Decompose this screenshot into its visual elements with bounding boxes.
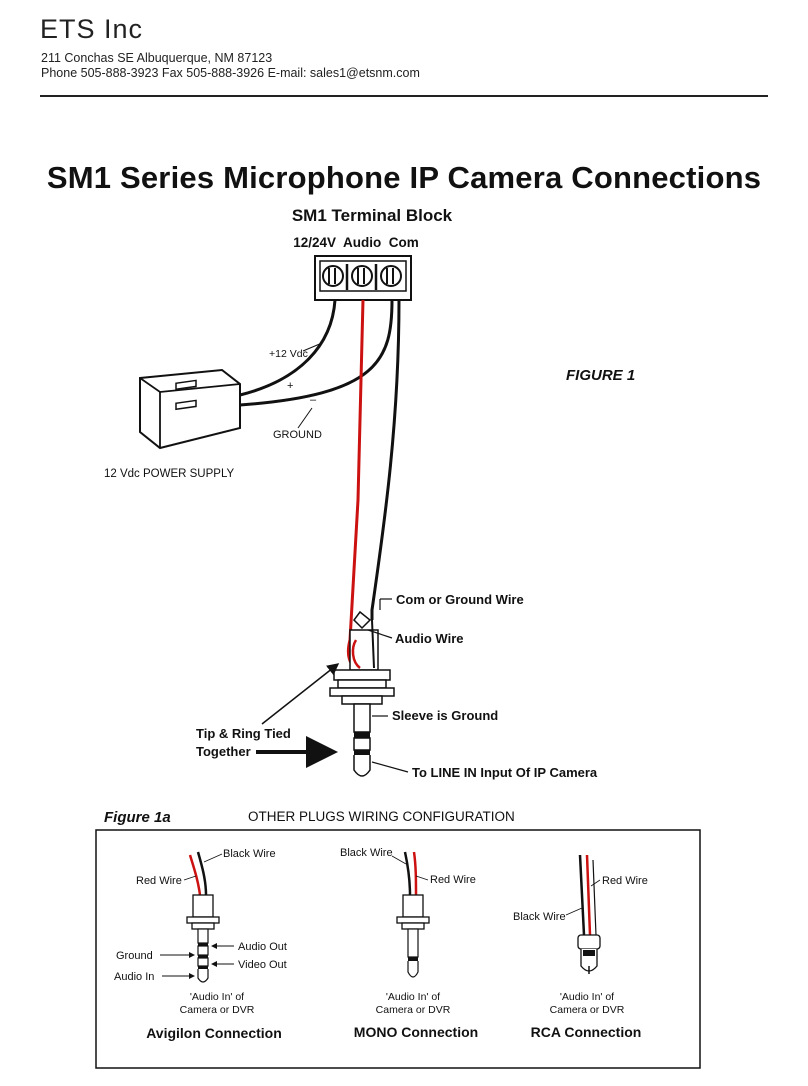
company-name: ETS Inc xyxy=(40,14,144,44)
figure1a-heading: OTHER PLUGS WIRING CONFIGURATION xyxy=(248,809,515,824)
label-minus: – xyxy=(310,394,317,406)
avigilon-connection: Avigilon Connection xyxy=(146,1025,282,1041)
avigilon-ground: Ground xyxy=(116,950,153,962)
rca-black-wire: Black Wire xyxy=(513,911,566,923)
audio-jack-icon xyxy=(329,610,395,777)
mono-connection: MONO Connection xyxy=(354,1024,478,1040)
avigilon-black-wire: Black Wire xyxy=(223,848,276,860)
wire-ground-minus xyxy=(239,299,394,407)
company-address: 211 Conchas SE Albuquerque, NM 87123 xyxy=(41,51,273,65)
terminal-screw-audio xyxy=(351,265,373,287)
label-sleeve-ground: Sleeve is Ground xyxy=(392,708,498,723)
label-ground: GROUND xyxy=(273,429,322,441)
terminal-labels: 12/24V Audio Com xyxy=(293,235,419,250)
avigilon-audio-in: Audio In xyxy=(114,971,154,983)
avigilon-plug-icon xyxy=(186,851,220,983)
rca-caption-1: 'Audio In' of xyxy=(560,991,614,1003)
label-plus: + xyxy=(287,380,293,392)
wire-com-black xyxy=(370,299,401,620)
label-com-ground-wire: Com or Ground Wire xyxy=(396,592,524,607)
label-power-supply: 12 Vdc POWER SUPPLY xyxy=(104,468,234,480)
avigilon-video-out: Video Out xyxy=(238,959,287,971)
figure1a-label: Figure 1a xyxy=(104,809,171,826)
wire-12v-positive xyxy=(239,299,337,397)
label-plus-12vdc: +12 Vdc xyxy=(269,348,308,360)
terminal-block-title: SM1 Terminal Block xyxy=(292,206,453,225)
mono-red-wire: Red Wire xyxy=(430,874,476,886)
rca-plug-icon xyxy=(577,854,601,974)
arrow-tip-ring xyxy=(261,663,340,725)
header-divider xyxy=(40,95,768,97)
label-line-in: To LINE IN Input Of IP Camera xyxy=(412,765,598,780)
mono-plug-icon xyxy=(396,851,430,978)
terminal-block xyxy=(314,255,412,301)
company-contact: Phone 505-888-3923 Fax 505-888-3926 E-ma… xyxy=(41,66,420,80)
avigilon-audio-out: Audio Out xyxy=(238,941,287,953)
terminal-screw-12v xyxy=(322,265,344,287)
avigilon-caption-2: Camera or DVR xyxy=(180,1004,255,1016)
label-tip-ring-2: Together xyxy=(196,744,251,759)
avigilon-caption-1: 'Audio In' of xyxy=(190,991,244,1003)
avigilon-red-wire: Red Wire xyxy=(136,875,182,887)
power-supply-icon xyxy=(139,368,241,450)
mono-caption-2: Camera or DVR xyxy=(376,1004,451,1016)
figure1a-frame xyxy=(95,829,701,1069)
terminal-screw-com xyxy=(380,265,402,287)
mono-caption-1: 'Audio In' of xyxy=(386,991,440,1003)
figure1-label: FIGURE 1 xyxy=(566,367,635,384)
label-audio-wire: Audio Wire xyxy=(395,631,464,646)
rca-red-wire: Red Wire xyxy=(602,875,648,887)
mono-black-wire: Black Wire xyxy=(340,847,393,859)
rca-caption-2: Camera or DVR xyxy=(550,1004,625,1016)
rca-connection: RCA Connection xyxy=(531,1024,642,1040)
label-tip-ring-1: Tip & Ring Tied xyxy=(196,726,291,741)
page-title: SM1 Series Microphone IP Camera Connecti… xyxy=(46,160,762,195)
